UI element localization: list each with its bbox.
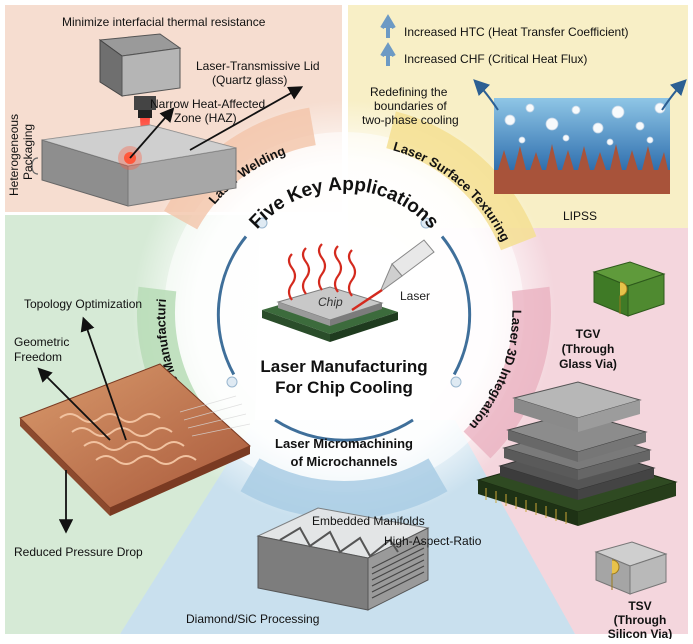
arc-dot <box>420 217 432 229</box>
tsv-cube <box>594 541 668 595</box>
redefine-label-2: boundaries of <box>374 99 447 113</box>
tsv-label-2: (Through <box>614 613 667 627</box>
haz-label-1: Narrow Heat-Affected <box>150 97 265 111</box>
tsv-label-3: Silicon Via) <box>608 627 672 639</box>
micromachining-section: Embedded Manifolds High-Aspect-Ratio Dia… <box>186 507 482 626</box>
chip-die-side <box>278 302 330 326</box>
aspect-label: High-Aspect-Ratio <box>384 534 482 548</box>
lid-arrow <box>189 86 304 151</box>
tsv-label-1: TSV <box>628 599 651 613</box>
additive-section: Topology Optimization Geometric Freedom … <box>14 297 251 559</box>
geometric-label-2: Freedom <box>14 350 62 364</box>
haz-arrow <box>129 107 175 159</box>
laser-head <box>351 239 435 312</box>
flow-arrow-left <box>473 79 499 111</box>
chip-die-side <box>330 303 382 326</box>
welding-package <box>41 124 237 207</box>
flow-arrow-right <box>661 79 687 111</box>
redefine-label-1: Redefining the <box>370 85 448 99</box>
inner-arc-bottom <box>274 418 414 442</box>
welding-section: Minimize interfacial thermal resistance … <box>7 15 320 207</box>
heat-waves <box>287 243 357 301</box>
tgv-cube <box>592 261 666 317</box>
topology-label: Topology Optimization <box>24 297 142 311</box>
pkg-label-2: Packaging <box>21 124 35 180</box>
lipss-label: LIPSS <box>563 209 597 223</box>
tgv-label-3: Glass Via) <box>559 357 617 371</box>
center-title-line1: Laser Manufacturing <box>260 357 427 376</box>
center-chip-illustration: Chip Laser Laser Manufacturing For Chip … <box>260 239 435 397</box>
microchannel-block <box>256 507 430 611</box>
htc-label: Increased HTC (Heat Transfer Coefficient… <box>404 25 629 39</box>
heat-wave <box>301 247 311 295</box>
geometric-label-1: Geometric <box>14 335 69 349</box>
lid-label-2: (Quartz glass) <box>212 73 287 87</box>
package-bracket <box>31 157 39 175</box>
application-bands <box>137 107 551 519</box>
chf-label: Increased CHF (Critical Heat Flux) <box>404 52 587 66</box>
texturing-section: Increased HTC (Heat Transfer Coefficient… <box>362 14 687 223</box>
pressure-label: Reduced Pressure Drop <box>14 545 143 559</box>
chip-substrate-side <box>330 312 398 342</box>
vapor-bubbles <box>504 102 666 146</box>
inner-arcs <box>216 235 472 442</box>
integration-band <box>463 286 551 459</box>
welding-caption: Minimize interfacial thermal resistance <box>62 15 266 29</box>
chip-substrate-side <box>262 310 330 342</box>
manifolds-label: Embedded Manifolds <box>312 514 425 528</box>
micromachining-band-label-1: Laser Micromachining <box>275 436 413 451</box>
center-title-line2: For Chip Cooling <box>275 378 413 397</box>
surface-spikes <box>498 144 668 170</box>
diamond-label: Diamond/SiC Processing <box>186 612 319 626</box>
redefine-label-3: two-phase cooling <box>362 113 459 127</box>
chip-label: Chip <box>318 295 343 309</box>
heat-wave <box>347 249 357 297</box>
arc-dot <box>226 376 238 388</box>
geometric-arrow <box>37 367 111 441</box>
heat-wave <box>317 243 327 291</box>
chf-up-arrow-icon <box>380 42 396 66</box>
topology-arrow <box>80 316 127 441</box>
3d-chip-stack <box>476 381 678 526</box>
arc-dots <box>226 217 462 388</box>
haz-label-2: Zone (HAZ) <box>174 111 237 125</box>
inner-arc-left <box>216 235 248 376</box>
heat-wave <box>287 253 297 301</box>
heat-wave <box>333 245 343 293</box>
tgv-label-2: (Through <box>562 342 615 356</box>
htc-up-arrow-icon <box>380 14 396 38</box>
welding-laser-head <box>98 33 182 118</box>
pkg-label-1: Heterogeneous <box>7 114 21 196</box>
inner-arc-right <box>440 235 472 376</box>
laser-label: Laser <box>400 289 430 303</box>
lid-label-1: Laser-Transmissive Lid <box>196 59 320 73</box>
micromachining-band <box>240 458 448 519</box>
texturing-band <box>385 111 537 251</box>
arc-dot <box>450 376 462 388</box>
tgv-label-1: TGV <box>576 327 601 341</box>
micromachining-band-label-2: of Microchannels <box>291 454 398 469</box>
copper-cold-plate <box>19 363 251 516</box>
integration-section: TGV (Through Glass Via) <box>476 261 678 641</box>
textured-surface <box>494 170 670 194</box>
arc-dot <box>256 217 268 229</box>
